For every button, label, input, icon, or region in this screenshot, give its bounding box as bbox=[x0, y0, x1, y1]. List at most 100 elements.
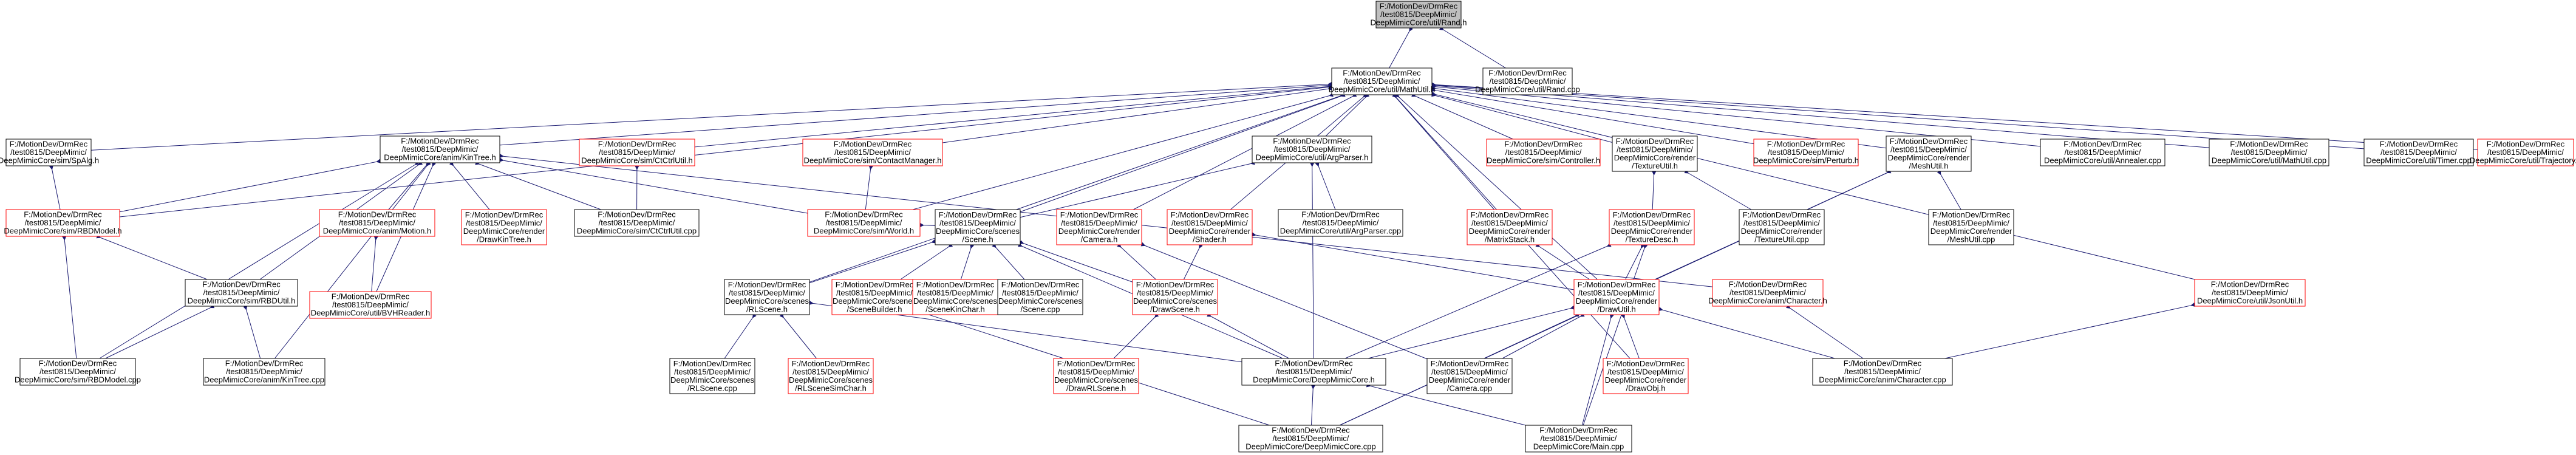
node-character-cpp[interactable]: F:/MotionDev/DrmRec/test0815/DeepMimic/D… bbox=[1812, 358, 1953, 386]
node-deepmimiccore-cpp[interactable]: F:/MotionDev/DrmRec/test0815/DeepMimic/D… bbox=[1238, 425, 1383, 453]
edge-kintree_h-kintree_cpp bbox=[274, 161, 431, 359]
node-scenebuilder-h[interactable]: F:/MotionDev/DrmRec/test0815/DeepMimic/D… bbox=[831, 279, 918, 315]
node-contactmanager-h[interactable]: F:/MotionDev/DrmRec/test0815/DeepMimic/D… bbox=[802, 139, 943, 166]
node-label-line: /test0815/DeepMimic/ bbox=[599, 148, 675, 157]
node-label-line: /test0815/DeepMimic/ bbox=[1137, 288, 1213, 297]
node-label-line: F:/MotionDev/DrmRec bbox=[1471, 210, 1549, 219]
node-label-line: DeepMimicCore/Main.cpp bbox=[1533, 442, 1624, 451]
node-spalg-h[interactable]: F:/MotionDev/DrmRec/test0815/DeepMimic/D… bbox=[0, 139, 99, 166]
node-drawkintree-h[interactable]: F:/MotionDev/DrmRec/test0815/DeepMimic/D… bbox=[461, 209, 547, 245]
node-rbdmodel-cpp[interactable]: F:/MotionDev/DrmRec/test0815/DeepMimic/D… bbox=[15, 358, 141, 386]
node-argparser-cpp[interactable]: F:/MotionDev/DrmRec/test0815/DeepMimic/D… bbox=[1278, 209, 1403, 237]
node-box bbox=[807, 209, 921, 237]
node-deepmimiccore-h[interactable]: F:/MotionDev/DrmRec/test0815/DeepMimic/D… bbox=[1241, 358, 1386, 386]
node-label-line: F:/MotionDev/DrmRec bbox=[1743, 210, 1821, 219]
node-box bbox=[1278, 209, 1403, 237]
node-textureutil-h[interactable]: F:/MotionDev/DrmRec/test0815/DeepMimic/D… bbox=[1612, 135, 1698, 172]
node-label-line: DeepMimicCore/util/ArgParser.cpp bbox=[1280, 227, 1401, 236]
node-rlscene-cpp[interactable]: F:/MotionDev/DrmRec/test0815/DeepMimic/D… bbox=[669, 358, 755, 394]
node-label-line: /test0815/DeepMimic/ bbox=[39, 367, 116, 376]
node-timer-cpp[interactable]: F:/MotionDev/DrmRec/test0815/DeepMimic/D… bbox=[2363, 139, 2474, 166]
node-meshutil-cpp[interactable]: F:/MotionDev/DrmRec/test0815/DeepMimic/D… bbox=[1928, 209, 2014, 245]
node-shader-h[interactable]: F:/MotionDev/DrmRec/test0815/DeepMimic/D… bbox=[1167, 209, 1253, 245]
edge-texturedesc_h-drawutil_h bbox=[1625, 244, 1645, 280]
node-bvhreader-h[interactable]: F:/MotionDev/DrmRec/test0815/DeepMimic/D… bbox=[309, 291, 432, 319]
node-rbdmodel-h[interactable]: F:/MotionDev/DrmRec/test0815/DeepMimic/D… bbox=[4, 209, 122, 237]
edge-rand_h-mathutil_h bbox=[1389, 27, 1413, 69]
node-rlscenesimchar-h[interactable]: F:/MotionDev/DrmRec/test0815/DeepMimic/D… bbox=[788, 358, 874, 394]
node-annealer-cpp[interactable]: F:/MotionDev/DrmRec/test0815/DeepMimic/D… bbox=[2040, 139, 2165, 166]
edge-mathutil_h-textureutil_h bbox=[1431, 92, 1613, 143]
node-kintree-cpp[interactable]: F:/MotionDev/DrmRec/test0815/DeepMimic/D… bbox=[203, 358, 325, 386]
node-label-line: /TextureUtil.h bbox=[1632, 161, 1678, 170]
node-texturedesc-h[interactable]: F:/MotionDev/DrmRec/test0815/DeepMimic/D… bbox=[1609, 209, 1695, 245]
node-label-line: DeepMimicCore/util/MathUtil.cpp bbox=[2212, 156, 2326, 165]
edge-rlscene_h-rlscenesimchar_h bbox=[779, 313, 817, 359]
node-argparser-h[interactable]: F:/MotionDev/DrmRec/test0815/DeepMimic/D… bbox=[1252, 135, 1372, 163]
node-textureutil-cpp[interactable]: F:/MotionDev/DrmRec/test0815/DeepMimic/D… bbox=[1739, 209, 1825, 245]
node-drawscene-h[interactable]: F:/MotionDev/DrmRec/test0815/DeepMimic/D… bbox=[1132, 279, 1218, 315]
node-box bbox=[788, 358, 874, 394]
node-camera-h[interactable]: F:/MotionDev/DrmRec/test0815/DeepMimic/D… bbox=[1056, 209, 1142, 245]
node-label-line: /test0815/DeepMimic/ bbox=[1058, 367, 1134, 376]
node-box bbox=[802, 139, 943, 166]
node-scenekinchar-h[interactable]: F:/MotionDev/DrmRec/test0815/DeepMimic/D… bbox=[912, 279, 998, 315]
node-label-line: DeepMimicCore/scenes bbox=[725, 296, 809, 306]
node-drawobj-h[interactable]: F:/MotionDev/DrmRec/test0815/DeepMimic/D… bbox=[1603, 358, 1689, 394]
edge-mathutil_h-spalg_h bbox=[90, 81, 1332, 151]
node-ctctrlutil-cpp[interactable]: F:/MotionDev/DrmRec/test0815/DeepMimic/D… bbox=[574, 209, 700, 237]
node-rand-cpp[interactable]: F:/MotionDev/DrmRec/test0815/DeepMimic/D… bbox=[1475, 67, 1580, 95]
node-label-line: F:/MotionDev/DrmRec bbox=[836, 280, 914, 289]
node-scene-cpp[interactable]: F:/MotionDev/DrmRec/test0815/DeepMimic/D… bbox=[997, 279, 1083, 315]
node-label-line: F:/MotionDev/DrmRec bbox=[1932, 210, 2011, 219]
node-label-line: /Camera.cpp bbox=[1447, 383, 1492, 392]
edge-scene_h-rlscene_h bbox=[809, 239, 936, 284]
node-label-line: /test0815/DeepMimic/ bbox=[1274, 145, 1351, 154]
node-rand-h[interactable]: F:/MotionDev/DrmRec/test0815/DeepMimic/D… bbox=[1371, 1, 1467, 29]
node-label-line: /DrawKinTree.h bbox=[477, 234, 531, 244]
node-main-cpp[interactable]: F:/MotionDev/DrmRec/test0815/DeepMimic/D… bbox=[1525, 425, 1632, 453]
node-box bbox=[1525, 425, 1632, 453]
node-mathutil-cpp[interactable]: F:/MotionDev/DrmRec/test0815/DeepMimic/D… bbox=[2209, 139, 2329, 166]
edge-character_h-character_cpp bbox=[1786, 304, 1864, 359]
node-meshutil-h[interactable]: F:/MotionDev/DrmRec/test0815/DeepMimic/D… bbox=[1886, 135, 1972, 172]
node-label-line: F:/MotionDev/DrmRec bbox=[1171, 210, 1249, 219]
node-box bbox=[935, 209, 1021, 245]
node-controller-h[interactable]: F:/MotionDev/DrmRec/test0815/DeepMimic/D… bbox=[1486, 139, 1601, 166]
node-label-line: F:/MotionDev/DrmRec bbox=[1729, 280, 1807, 289]
node-ctctrlutil-h[interactable]: F:/MotionDev/DrmRec/test0815/DeepMimic/D… bbox=[579, 139, 695, 166]
node-motion-h[interactable]: F:/MotionDev/DrmRec/test0815/DeepMimic/D… bbox=[319, 209, 435, 237]
node-character-h[interactable]: F:/MotionDev/DrmRec/test0815/DeepMimic/D… bbox=[1708, 279, 1827, 307]
node-perturb-h[interactable]: F:/MotionDev/DrmRec/test0815/DeepMimic/D… bbox=[1753, 139, 1859, 166]
node-box bbox=[1486, 139, 1601, 166]
node-jsonutil-h[interactable]: F:/MotionDev/DrmRec/test0815/DeepMimic/D… bbox=[2194, 279, 2306, 307]
node-label-line: /test0815/DeepMimic/ bbox=[1613, 218, 1690, 227]
node-trajectory-h[interactable]: F:/MotionDev/DrmRec/test0815/DeepMimic/D… bbox=[2470, 139, 2576, 166]
node-mathutil-h[interactable]: F:/MotionDev/DrmRec/test0815/DeepMimic/D… bbox=[1329, 67, 1436, 95]
node-box bbox=[380, 135, 500, 163]
node-box bbox=[1238, 425, 1383, 453]
node-label-line: F:/MotionDev/DrmRec bbox=[1607, 359, 1685, 368]
node-world-h[interactable]: F:/MotionDev/DrmRec/test0815/DeepMimic/D… bbox=[807, 209, 921, 237]
node-label-line: /test0815/DeepMimic/ bbox=[2065, 148, 2141, 157]
node-label-line: /test0815/DeepMimic/ bbox=[402, 145, 479, 154]
node-rbdutil-h[interactable]: F:/MotionDev/DrmRec/test0815/DeepMimic/D… bbox=[185, 279, 298, 307]
node-label-line: DeepMimicCore/sim/Perturb.h bbox=[1753, 156, 1859, 165]
node-drawutil-h[interactable]: F:/MotionDev/DrmRec/test0815/DeepMimic/D… bbox=[1573, 279, 1660, 315]
node-box bbox=[5, 209, 120, 237]
node-label-line: F:/MotionDev/DrmRec bbox=[2380, 140, 2458, 149]
node-label-line: /DrawRLScene.h bbox=[1066, 383, 1126, 392]
node-label-line: /test0815/DeepMimic/ bbox=[939, 218, 1016, 227]
node-drawrlscene-h[interactable]: F:/MotionDev/DrmRec/test0815/DeepMimic/D… bbox=[1053, 358, 1139, 394]
node-label-line: F:/MotionDev/DrmRec bbox=[728, 280, 806, 289]
node-kintree-h[interactable]: F:/MotionDev/DrmRec/test0815/DeepMimic/D… bbox=[380, 135, 500, 163]
node-scene-h[interactable]: F:/MotionDev/DrmRec/test0815/DeepMimic/D… bbox=[935, 209, 1021, 245]
node-label-line: /test0815/DeepMimic/ bbox=[1578, 288, 1655, 297]
node-label-line: F:/MotionDev/DrmRec bbox=[598, 140, 676, 149]
node-label-line: DeepMimicCore/scenes bbox=[833, 296, 916, 306]
edge-mathutil_h-scene_h bbox=[1020, 92, 1346, 213]
node-camera-cpp[interactable]: F:/MotionDev/DrmRec/test0815/DeepMimic/D… bbox=[1426, 358, 1513, 394]
node-rlscene-h[interactable]: F:/MotionDev/DrmRec/test0815/DeepMimic/D… bbox=[724, 279, 810, 315]
node-matrixstack-h[interactable]: F:/MotionDev/DrmRec/test0815/DeepMimic/D… bbox=[1467, 209, 1553, 245]
node-label-line: F:/MotionDev/DrmRec bbox=[1844, 359, 1922, 368]
